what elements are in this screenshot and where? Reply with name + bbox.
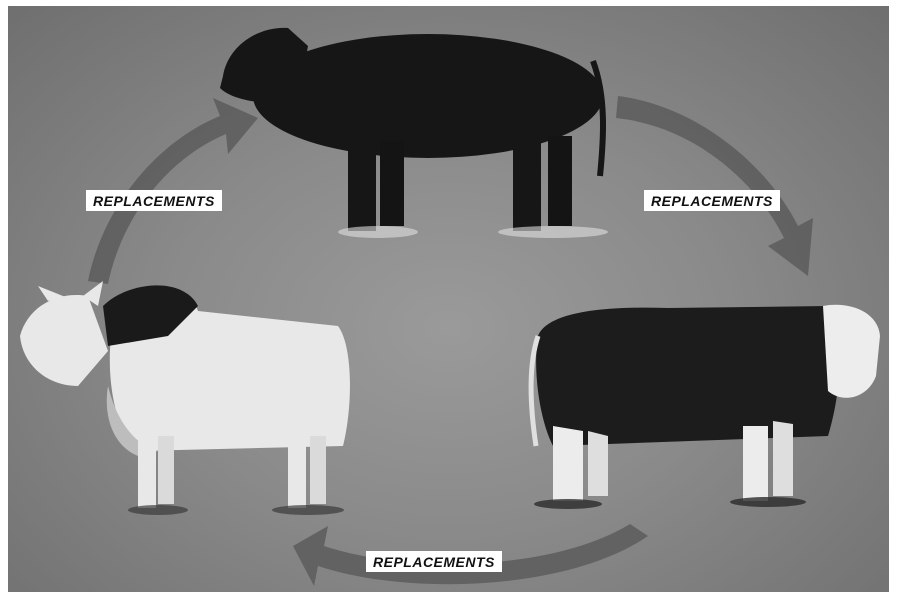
- replacements-label-bottom: REPLACEMENTS: [366, 551, 502, 572]
- hereford-bull: [531, 305, 880, 509]
- illustration: [8, 6, 889, 592]
- replacements-label-left: REPLACEMENTS: [86, 190, 222, 211]
- black-angus-bull: [220, 28, 608, 238]
- brahman-bull: [20, 281, 350, 515]
- photo-frame: REPLACEMENTS REPLACEMENTS REPLACEMENTS: [8, 6, 889, 592]
- arrow-right: [616, 96, 813, 276]
- replacements-label-right: REPLACEMENTS: [644, 190, 780, 211]
